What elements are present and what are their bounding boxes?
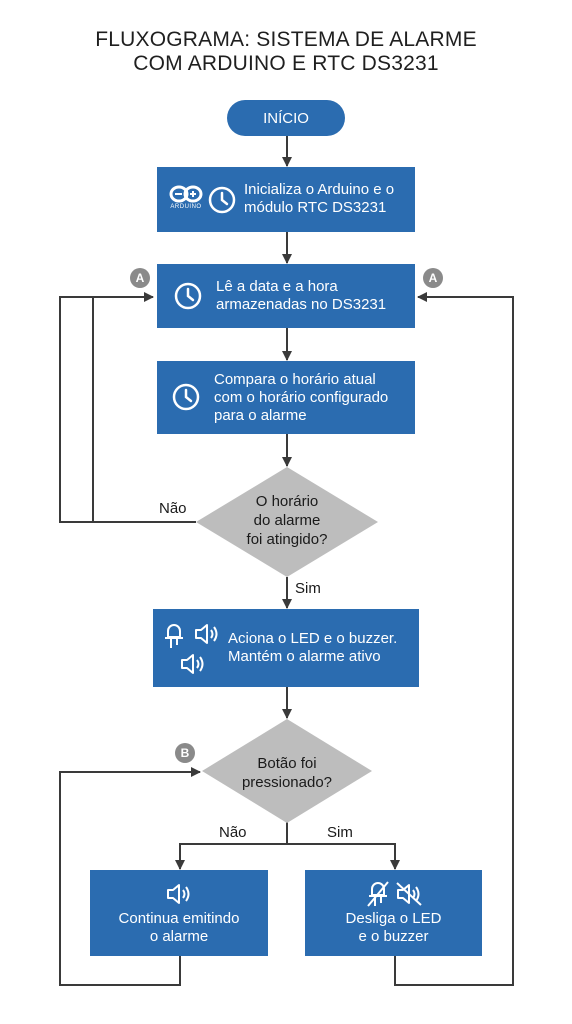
step-off: Desliga o LED e o buzzer: [305, 870, 482, 956]
step-init-line1: Inicializa o Arduino e o: [244, 181, 395, 198]
decision-button-diamond: [202, 719, 372, 823]
step-compare-line2: com o horário configurado: [214, 389, 389, 406]
decision-button-line2: pressionado?: [241, 774, 333, 791]
step-read-line2: armazenadas no DS3231: [216, 296, 387, 313]
decision-time-line3: foi atingido?: [246, 531, 328, 548]
step-compare-line3: para o alarme: [214, 407, 307, 424]
led-icon: [165, 624, 183, 648]
decision-time-line1: O horário: [255, 493, 319, 510]
step-activate: Aciona o LED e o buzzer. Mantém o alarme…: [153, 609, 419, 687]
step-read: Lê a data e a hora armazenadas no DS3231: [157, 264, 415, 328]
speaker-icon: [195, 624, 218, 644]
clock-icon: [208, 186, 236, 214]
step-activate-line1: Aciona o LED e o buzzer.: [228, 630, 398, 647]
branch-button-yes: [287, 843, 400, 870]
decision-time-text: O horário do alarme foi atingido?: [217, 492, 357, 549]
decision-time-line2: do alarme: [253, 512, 321, 529]
clock-icon: [172, 383, 200, 411]
loop-off-return: [394, 292, 514, 986]
arduino-logo: ARDUINO: [165, 184, 207, 210]
decision-time-yes-label: Sim: [295, 580, 321, 597]
loop-continue-return: [59, 767, 201, 986]
decision-button-line1: Botão foi: [257, 755, 317, 772]
decision-time-diamond: [196, 467, 378, 577]
step-continue-line2: o alarme: [149, 928, 209, 945]
step-activate-line2: Mantém o alarme ativo: [228, 648, 381, 665]
step-compare-line1: Compara o horário atual: [214, 371, 376, 388]
step-init-line2: módulo RTC DS3231: [244, 199, 387, 216]
speaker-muted-icon: [396, 882, 422, 906]
title-line-2: COM ARDUINO E RTC DS3231: [133, 52, 439, 75]
decision-button-yes-label: Sim: [327, 824, 353, 841]
start-node: INÍCIO: [227, 100, 345, 136]
decision-button-no-label: Não: [219, 824, 247, 841]
connector-a-right: A: [423, 268, 443, 288]
step-compare: Compara o horário atual com o horário co…: [157, 361, 415, 434]
led-off-icon: [367, 881, 389, 907]
speaker-icon: [181, 654, 204, 674]
branch-button-no: [175, 822, 288, 870]
step-off-line2: e o buzzer: [358, 928, 429, 945]
step-continue: Continua emitindo o alarme: [90, 870, 268, 956]
step-off-line1: Desliga o LED: [345, 910, 442, 927]
clock-icon: [174, 282, 202, 310]
step-continue-line1: Continua emitindo: [118, 910, 240, 927]
connector-a-left: A: [130, 268, 150, 288]
title-line-1: FLUXOGRAMA: SISTEMA DE ALARME: [95, 28, 477, 51]
loop-no-inner: [92, 297, 196, 523]
step-init: ARDUINO Inicializa o Arduino e o módulo …: [157, 167, 415, 232]
step-read-line1: Lê a data e a hora: [216, 278, 338, 295]
connector-b: B: [175, 743, 195, 763]
speaker-icon: [167, 884, 190, 904]
arduino-logo-text: ARDUINO: [170, 204, 202, 210]
decision-time-no-label: Não: [159, 500, 187, 517]
decision-button-text: Botão foi pressionado?: [217, 754, 357, 792]
